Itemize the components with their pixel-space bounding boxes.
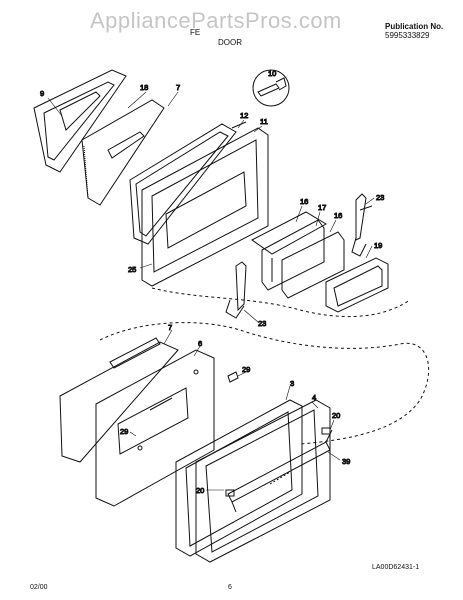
- footer-drawing-id: LA00D62431-1: [372, 564, 420, 571]
- callout-11: 11: [260, 117, 268, 126]
- part-11-door-frame: [141, 121, 269, 287]
- publication-label-text: Publication No.: [385, 22, 444, 31]
- callout-23-upper: 23: [376, 193, 384, 202]
- part-20-cap-lower: [225, 489, 235, 497]
- callout-7-lower: 7: [168, 323, 172, 332]
- part-18-insulation: [81, 99, 165, 206]
- callout-39: 39: [342, 457, 350, 466]
- callout-7-upper: 7: [176, 83, 180, 92]
- part-23-hinge-upper: [351, 193, 373, 257]
- section-title: DOOR: [218, 38, 242, 47]
- footer-date: 02/00: [30, 584, 48, 591]
- callout-29-lower: 29: [120, 427, 128, 436]
- part-19-vent-tray: [325, 257, 389, 313]
- upper-group-boundary: [151, 287, 411, 317]
- part-20-cap-upper: [321, 427, 331, 435]
- part-4-outer-panel: [195, 399, 331, 563]
- publication-label: Publication No.: [385, 22, 443, 31]
- part-29-clip: [227, 371, 239, 383]
- callout-17: 17: [318, 203, 326, 212]
- part-7-lower-insulation: [59, 337, 179, 463]
- callout-6: 6: [198, 339, 202, 348]
- callout-16-b: 16: [334, 211, 342, 220]
- leader-lines: [47, 91, 375, 491]
- model-label: FE: [190, 28, 201, 37]
- callout-16-a: 16: [300, 197, 308, 206]
- callout-4: 4: [312, 393, 316, 402]
- part-39-handle: [227, 429, 333, 513]
- callout-20-upper: 20: [332, 411, 340, 420]
- lower-group-boundary: [99, 322, 430, 445]
- watermark: AppliancePartsPros.com: [90, 8, 342, 33]
- part-3-glass-frame: [175, 399, 303, 557]
- callout-29-upper: 29: [242, 365, 250, 374]
- part-10-screw: [252, 69, 290, 107]
- callout-19: 19: [374, 241, 382, 250]
- callout-9: 9: [40, 89, 44, 98]
- part-9-door-liner: [33, 69, 127, 173]
- part-12-gasket: [129, 123, 237, 245]
- part-23-hinge-lower: [225, 261, 247, 319]
- part-16-17-glass-pack: [251, 211, 345, 299]
- callout-25: 25: [128, 265, 136, 274]
- callout-10: 10: [268, 69, 276, 78]
- publication-number: 5995333829: [385, 31, 430, 40]
- callout-12: 12: [240, 111, 248, 120]
- footer-page: 6: [228, 584, 232, 591]
- callout-20-lower: 20: [196, 486, 204, 495]
- part-6-inner-panel: [95, 349, 215, 507]
- callout-18: 18: [140, 83, 148, 92]
- callout-3: 3: [290, 379, 294, 388]
- callout-23-lower: 23: [258, 319, 266, 328]
